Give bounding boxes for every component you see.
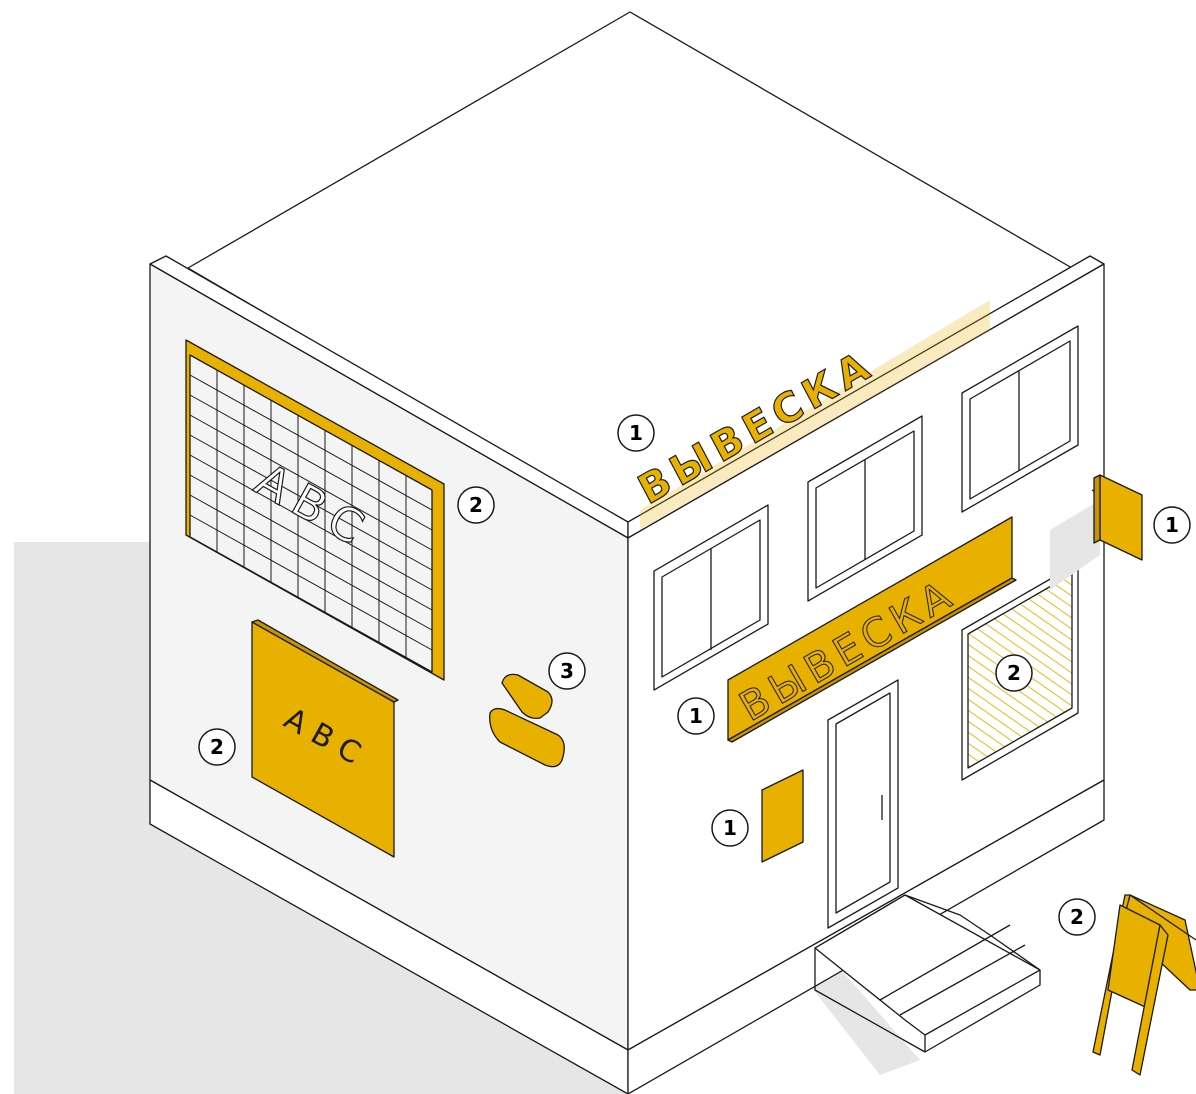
marker-number: 1	[689, 704, 703, 728]
sandwich-board	[1093, 895, 1196, 1075]
marker-wall-panel: 2	[199, 729, 235, 765]
entrance-door	[828, 680, 898, 928]
marker-door-plaque: 1	[712, 810, 748, 846]
marker-number: 1	[723, 816, 737, 840]
marker-number: 2	[469, 493, 483, 517]
marker-number: 2	[1007, 661, 1021, 685]
marker-logo-sign: 3	[549, 653, 585, 689]
marker-window-film: 2	[996, 655, 1032, 691]
marker-number: 3	[560, 659, 574, 683]
marker-blade-sign: 1	[1154, 507, 1190, 543]
marker-fascia-sign: 1	[678, 698, 714, 734]
marker-number: 1	[1165, 513, 1179, 537]
marker-sandwich-board: 2	[1059, 899, 1095, 935]
marker-number: 2	[210, 735, 224, 759]
marker-number: 1	[629, 421, 643, 445]
marker-number: 2	[1070, 905, 1084, 929]
marker-roof-letters: 1	[618, 415, 654, 451]
marker-billboard: 2	[458, 487, 494, 523]
